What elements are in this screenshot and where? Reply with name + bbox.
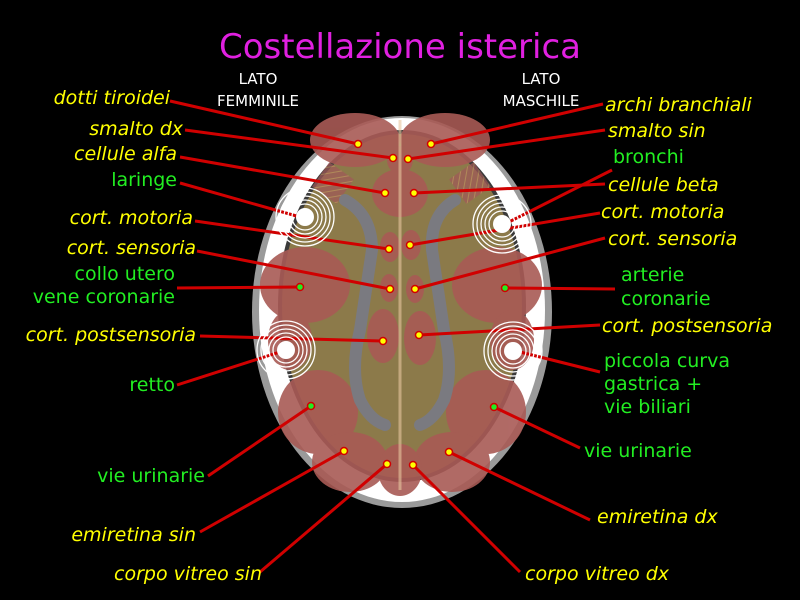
marker-dot-arterie-coronarie bbox=[500, 283, 510, 293]
marker-dot-corpo-vitreo-dx bbox=[408, 460, 418, 470]
marker-dot-cort-motoria-left bbox=[384, 244, 394, 254]
side-label-right-1: LATO bbox=[522, 70, 561, 88]
label-retto: retto bbox=[129, 374, 175, 396]
ventricles bbox=[339, 194, 461, 431]
label-cellule-alfa: cellule alfa bbox=[74, 143, 177, 165]
marker-dot-smalto-dx bbox=[388, 153, 398, 163]
label-vie-urinarie-left: vie urinarie bbox=[97, 465, 205, 487]
label-cort-postsensoria-right: cort. postsensoria bbox=[602, 315, 772, 337]
marker-dot-cort-motoria-right bbox=[405, 240, 415, 250]
leader-line-emiretina-dx bbox=[448, 450, 591, 522]
leader-line-cort-motoria-left bbox=[194, 219, 390, 251]
marker-dot-cort-sensoria-left bbox=[385, 284, 395, 294]
leader-line-corpo-vitreo-sin bbox=[259, 462, 388, 574]
marker-dot-cort-postsensoria-left bbox=[378, 336, 388, 346]
label-cort-sensoria-right: cort. sensoria bbox=[608, 228, 737, 250]
leader-line-collo-utero bbox=[176, 285, 301, 290]
leader-line-vie-urinarie-left bbox=[207, 404, 312, 478]
marker-dot-emiretina-dx bbox=[444, 447, 454, 457]
label-archi-branchiali: archi branchiali bbox=[605, 94, 753, 116]
marker-dot-emiretina-sin bbox=[339, 446, 349, 456]
marker-dot-collo-utero bbox=[295, 282, 305, 292]
label-dotti-tiroidei: dotti tiroidei bbox=[54, 87, 171, 109]
target-ring-laringe bbox=[275, 187, 335, 247]
marker-dot-cellule-alfa bbox=[380, 188, 390, 198]
label-smalto-dx: smalto dx bbox=[89, 118, 184, 140]
marker-dot-dotti-tiroidei bbox=[353, 139, 363, 149]
label-collo-utero: collo utero bbox=[75, 263, 176, 285]
label-cort-motoria-left: cort. motoria bbox=[70, 207, 193, 229]
leader-line-smalto-sin bbox=[407, 128, 606, 161]
label-piccola-curva: piccola curva bbox=[604, 350, 730, 372]
label-emiretina-dx: emiretina dx bbox=[597, 506, 718, 528]
marker-dot-corpo-vitreo-sin bbox=[382, 459, 392, 469]
label-cellule-beta: cellule beta bbox=[608, 174, 719, 196]
leader-line-smalto-dx bbox=[184, 128, 394, 160]
marker-dot-archi-branchiali bbox=[426, 139, 436, 149]
target-rings bbox=[256, 187, 543, 381]
marker-dot-cort-sensoria-right bbox=[410, 284, 420, 294]
marker-dot-cellule-beta bbox=[409, 188, 419, 198]
label-bronchi: bronchi bbox=[613, 146, 684, 168]
marker-dot-cort-postsensoria-right bbox=[414, 330, 424, 340]
label-emiretina-sin: emiretina sin bbox=[71, 524, 196, 546]
label-coronarie: coronarie bbox=[621, 288, 711, 310]
target-ring-piccola-curva bbox=[483, 321, 543, 381]
label-vie-biliari: vie biliari bbox=[604, 396, 691, 418]
leader-line-corpo-vitreo-dx bbox=[411, 463, 522, 574]
marker-dot-vie-urinarie-left bbox=[306, 401, 316, 411]
label-arterie: arterie bbox=[621, 264, 684, 286]
leader-line-vie-urinarie-right bbox=[493, 405, 581, 450]
target-ring-bronchi bbox=[472, 194, 532, 254]
label-cort-postsensoria-left: cort. postsensoria bbox=[26, 324, 196, 346]
label-smalto-sin: smalto sin bbox=[608, 120, 706, 142]
leader-line-emiretina-sin bbox=[199, 449, 345, 534]
label-gastrica: gastrica + bbox=[604, 373, 702, 395]
side-label-left-2: FEMMINILE bbox=[217, 92, 299, 110]
target-ring-retto bbox=[256, 320, 316, 380]
leader-line-cellule-alfa bbox=[179, 155, 386, 195]
side-label-right-2: MASCHILE bbox=[503, 92, 580, 110]
label-laringe: laringe bbox=[111, 169, 177, 191]
marker-dots bbox=[295, 139, 510, 470]
leader-line-retto bbox=[176, 349, 284, 387]
diagram-title: Costellazione isterica bbox=[219, 27, 581, 67]
leader-line-dotti-tiroidei bbox=[169, 99, 359, 146]
label-corpo-vitreo-dx: corpo vitreo dx bbox=[525, 563, 670, 585]
leader-line-archi-branchiali bbox=[430, 102, 604, 146]
marker-dot-smalto-sin bbox=[403, 154, 413, 164]
leader-line-bronchi bbox=[504, 168, 613, 226]
marker-dot-vie-urinarie-right bbox=[489, 402, 499, 412]
label-cort-motoria-right: cort. motoria bbox=[601, 201, 724, 223]
label-vie-urinarie-right: vie urinarie bbox=[584, 440, 692, 462]
label-vene-coronarie: vene coronarie bbox=[33, 286, 175, 308]
side-label-left-1: LATO bbox=[239, 70, 278, 88]
leader-line-arterie-coronarie bbox=[504, 286, 616, 291]
label-cort-sensoria-left: cort. sensoria bbox=[67, 237, 196, 259]
leader-line-cort-sensoria-left bbox=[196, 249, 391, 291]
leader-line-cort-sensoria-right bbox=[414, 236, 606, 291]
leader-line-cellule-beta bbox=[413, 182, 606, 195]
label-corpo-vitreo-sin: corpo vitreo sin bbox=[114, 563, 262, 585]
